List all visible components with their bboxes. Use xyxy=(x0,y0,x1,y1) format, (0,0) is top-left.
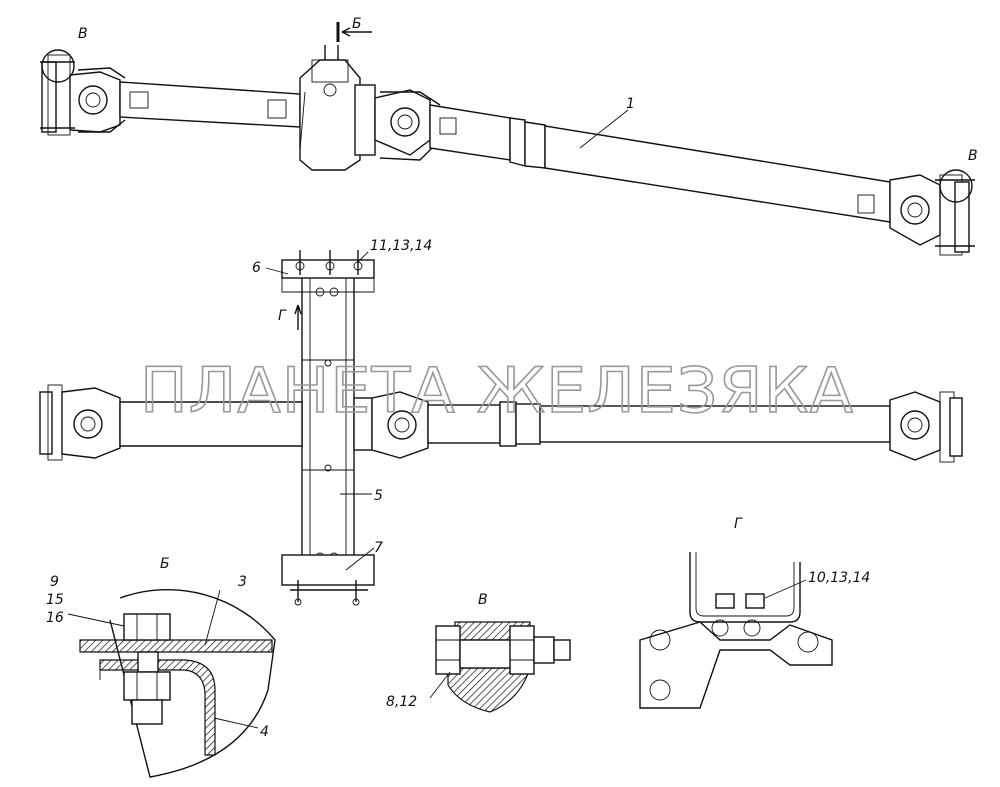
left-shaft-tube-top xyxy=(119,81,301,128)
label-part-7: 7 xyxy=(374,540,383,556)
label-part-6: 6 xyxy=(252,260,261,276)
middle-yoke-middle xyxy=(353,391,429,459)
right-flange-yoke-top xyxy=(889,174,975,256)
label-stack-16: 16 xyxy=(46,610,64,626)
watermark: ПЛАНЕТА ЖЕЛЕЗЯКА xyxy=(140,354,854,427)
left-flange-middle xyxy=(39,384,121,461)
label-part-4: 4 xyxy=(260,724,269,740)
intermediate-support-top xyxy=(299,45,361,171)
label-fasteners-detail-g: 10,13,14 xyxy=(808,570,870,586)
main-shaft-tube-top xyxy=(429,104,891,223)
detail-b-outline xyxy=(109,588,276,778)
label-part-1: 1 xyxy=(626,96,635,112)
label-fasteners-detail-v: 8,12 xyxy=(386,694,417,710)
bottom-bracket-7 xyxy=(281,554,375,606)
labels: В Б 1 В 11,13,14 6 Г 5 7 Б 9 3 15 16 4 В… xyxy=(46,16,978,740)
left-flange-yoke-top xyxy=(40,54,126,136)
detail-v xyxy=(429,621,571,713)
top-shaft-assembly xyxy=(40,22,975,256)
left-shaft-tube-middle xyxy=(119,401,303,447)
label-detail-v-title: В xyxy=(478,592,488,608)
label-view-b-arrow: Б xyxy=(352,16,362,32)
main-shaft-tube-middle xyxy=(427,401,891,447)
crossmember-5 xyxy=(301,267,355,569)
label-detail-g-title: Г xyxy=(734,516,743,532)
callout-circle-right xyxy=(939,169,973,203)
label-stack-9: 9 xyxy=(50,574,59,590)
middle-yoke-top xyxy=(354,84,441,161)
label-stack-15: 15 xyxy=(46,592,64,608)
label-detail-b-title: Б xyxy=(160,556,170,572)
label-fasteners-top: 11,13,14 xyxy=(370,238,432,254)
right-flange-middle xyxy=(889,391,963,463)
callout-circle-left xyxy=(41,49,75,83)
label-callout-v-right: В xyxy=(968,148,978,164)
detail-b xyxy=(67,588,276,778)
detail-g xyxy=(639,552,833,709)
label-part-3: 3 xyxy=(238,574,247,590)
label-callout-v-left: В xyxy=(78,26,88,42)
view-g-arrow xyxy=(294,304,302,330)
label-view-g-arrow: Г xyxy=(278,308,287,324)
top-bracket-6 xyxy=(281,250,375,293)
label-part-5: 5 xyxy=(374,488,383,504)
middle-shaft-assembly xyxy=(39,250,963,606)
view-b-arrow xyxy=(341,27,372,37)
